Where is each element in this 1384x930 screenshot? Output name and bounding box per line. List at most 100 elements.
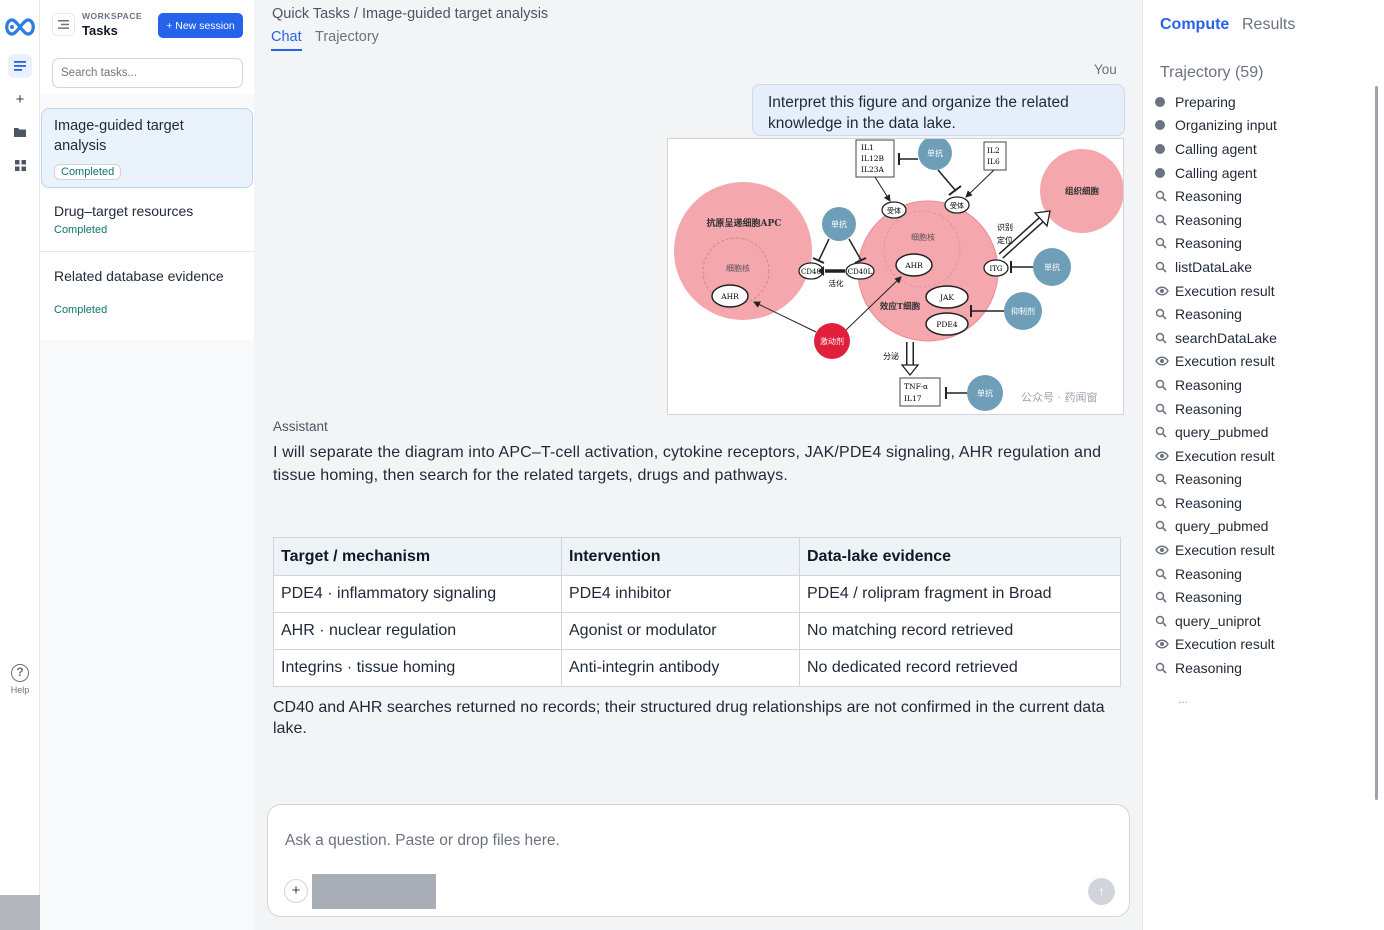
attached-figure[interactable]: 抗原呈递细胞APC 细胞核 AHR 细胞核 AHR 效应T细胞 JAK PDE4… [667,136,1124,415]
tab-results[interactable]: Results [1242,16,1296,33]
trajectory-step[interactable]: Reasoning [1155,184,1370,208]
task-search-input[interactable] [52,58,243,88]
apps-grid-icon[interactable] [8,153,32,177]
trajectory-step-label: Organizing input [1175,117,1277,134]
task-item-image-guided[interactable]: Image-guided target analysis Completed [41,108,253,188]
trajectory-step[interactable]: Execution result [1155,279,1370,303]
il23a-label: IL23A [861,165,884,174]
folder-icon[interactable] [8,120,32,144]
trajectory-step-label: Execution result [1175,447,1275,464]
mab-circle-3: 单抗 [1044,262,1060,272]
add-icon[interactable]: + [15,90,25,108]
search-icon [1155,497,1175,509]
itg-node: ITG [989,265,1002,273]
trajectory-step[interactable]: Reasoning [1155,232,1370,256]
trajectory-step[interactable]: listDataLake [1155,255,1370,279]
trajectory-step[interactable]: Organizing input [1155,114,1370,138]
help-button[interactable]: ? Help [0,664,40,695]
message-composer[interactable]: Ask a question. Paste or drop files here… [267,804,1130,917]
trajectory-step[interactable]: query_uniprot [1155,609,1370,633]
tab-chat[interactable]: Chat [271,29,302,51]
task-item-drug-target[interactable]: Drug–target resources Completed [40,200,254,252]
cd40l-node: CD40L [848,268,873,276]
composer-placeholder[interactable]: Ask a question. Paste or drop files here… [285,832,560,849]
trajectory-step[interactable]: query_pubmed [1155,420,1370,444]
new-session-button[interactable]: + New session [158,13,243,38]
task-list: Image-guided target analysis Completed D… [40,108,254,340]
app-logo-icon[interactable] [3,16,37,43]
user-label: You [1094,62,1117,77]
tasks-nav-icon[interactable] [8,54,32,78]
icon-rail: + ? Help [0,0,40,930]
trajectory-step-label: Reasoning [1175,494,1242,511]
table-header: Intervention [561,537,800,576]
receptor-node-2: 受体 [950,201,964,210]
trajectory-step[interactable]: Reasoning [1155,373,1370,397]
trajectory-step-label: Reasoning [1175,400,1242,417]
secrete-label: 分泌 [883,351,899,361]
status-dot-icon [1155,96,1175,107]
search-icon [1155,403,1175,415]
tissue-cell-label: 组织细胞 [1065,186,1100,197]
eye-icon [1155,286,1175,296]
user-message: Interpret this figure and organize the r… [752,84,1125,136]
status-dot-icon [1155,167,1175,178]
teff-label: 效应T细胞 [880,301,921,312]
trajectory-step[interactable]: Calling agent [1155,161,1370,185]
table-cell: Anti-integrin antibody [561,649,800,687]
table-row: Integrins · tissue homing Anti-integrin … [273,649,1121,687]
il6-label: IL6 [987,157,1000,166]
trajectory-step-label: Calling agent [1175,140,1257,157]
send-button[interactable]: ↑ [1088,878,1115,905]
trajectory-step[interactable]: searchDataLake [1155,326,1370,350]
table-cell: No dedicated record retrieved [799,649,1121,687]
trajectory-step[interactable]: Reasoning [1155,208,1370,232]
trajectory-step-label: Preparing [1175,93,1236,110]
search-icon [1155,214,1175,226]
scrollbar[interactable] [1375,86,1378,800]
trajectory-step[interactable]: Reasoning [1155,302,1370,326]
trajectory-step[interactable]: Reasoning [1155,468,1370,492]
trajectory-step[interactable]: query_pubmed [1155,515,1370,539]
attach-file-button[interactable]: + [284,879,308,903]
jak-node: JAK [939,293,954,302]
trajectory-step[interactable]: Preparing [1155,90,1370,114]
table-header: Data-lake evidence [799,537,1121,576]
trajectory-step[interactable]: Calling agent [1155,137,1370,161]
trajectory-step-label: Reasoning [1175,211,1242,228]
watermark: 公众号 · 药闻窗 [1021,390,1098,404]
task-item-database-evidence[interactable]: Related database evidence Completed [40,265,254,325]
trajectory-title: Trajectory (59) [1160,64,1264,81]
table-cell: PDE4 / rolipram fragment in Broad [799,575,1121,613]
table-row: PDE4 · inflammatory signaling PDE4 inhib… [273,575,1121,613]
search-icon [1155,261,1175,273]
trajectory-step[interactable]: Reasoning [1155,397,1370,421]
t-nucleus-label: 细胞核 [911,232,935,242]
trajectory-step-label: Reasoning [1175,565,1242,582]
breadcrumb: Quick Tasks / Image-guided target analys… [272,6,549,22]
model-selector[interactable] [312,874,436,909]
apc-nucleus-label: 细胞核 [726,263,750,273]
trajectory-step[interactable]: Reasoning [1155,585,1370,609]
help-icon: ? [11,664,29,682]
chat-main: Quick Tasks / Image-guided target analys… [254,0,1142,930]
trajectory-step[interactable]: Reasoning [1155,562,1370,586]
trajectory-step-label: Execution result [1175,542,1275,559]
trajectory-step[interactable]: Execution result [1155,633,1370,657]
tab-compute[interactable]: Compute [1160,16,1230,33]
il17-label: IL17 [904,394,922,403]
search-icon [1155,568,1175,580]
tab-trajectory[interactable]: Trajectory [315,29,379,45]
task-title: Image-guided target analysis [54,118,184,154]
trajectory-step[interactable]: Execution result [1155,538,1370,562]
trajectory-step[interactable]: Execution result [1155,350,1370,374]
trajectory-step-label: Execution result [1175,282,1275,299]
trajectory-step[interactable]: Reasoning [1155,656,1370,680]
trajectory-step-label: Execution result [1175,636,1275,653]
trajectory-step-label: Reasoning [1175,471,1242,488]
trajectory-step[interactable]: Execution result [1155,444,1370,468]
collapse-sidebar-button[interactable] [52,13,75,36]
ahr-node-apc: AHR [720,292,739,301]
trajectory-step[interactable]: Reasoning [1155,491,1370,515]
